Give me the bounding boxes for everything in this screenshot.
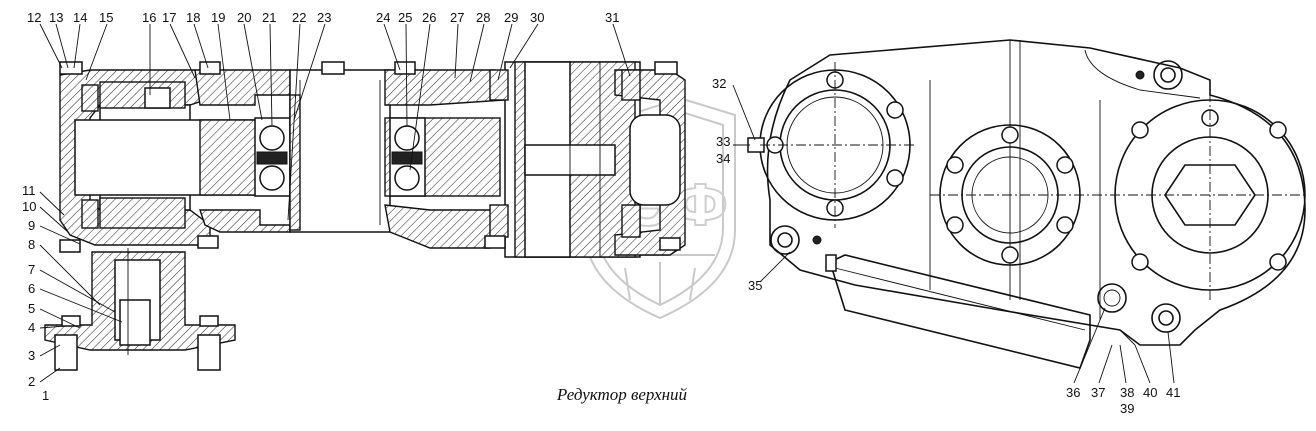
callout-34: 34 (716, 151, 730, 166)
callout-5: 5 (28, 301, 35, 316)
callout-13: 13 (49, 10, 63, 25)
callout-33: 33 (716, 134, 730, 149)
callout-31: 31 (605, 10, 619, 25)
drawing-caption: Редуктор верхний (556, 385, 688, 404)
callout-36: 36 (1066, 385, 1080, 400)
callout-3: 3 (28, 348, 35, 363)
callout-15: 15 (99, 10, 113, 25)
callout-12: 12 (27, 10, 41, 25)
callout-7: 7 (28, 262, 35, 277)
callout-10: 10 (22, 199, 36, 214)
callout-29: 29 (504, 10, 518, 25)
callout-18: 18 (186, 10, 200, 25)
callout-41: 41 (1166, 385, 1180, 400)
section-view (44, 61, 686, 371)
callout-39: 39 (1120, 401, 1134, 416)
callout-8: 8 (28, 237, 35, 252)
callout-1: 1 (42, 388, 49, 403)
callout-11: 11 (22, 183, 36, 198)
callout-32: 32 (712, 76, 726, 91)
callout-9: 9 (28, 218, 35, 233)
callout-20: 20 (237, 10, 251, 25)
callout-19: 19 (211, 10, 225, 25)
callout-25: 25 (398, 10, 412, 25)
callout-17: 17 (162, 10, 176, 25)
exterior-view (747, 39, 1306, 369)
callout-40: 40 (1143, 385, 1157, 400)
callout-26: 26 (422, 10, 436, 25)
callout-2: 2 (28, 374, 35, 389)
callout-37: 37 (1091, 385, 1105, 400)
callouts: 12 13 14 15 16 17 18 19 20 21 22 23 24 2… (22, 10, 1180, 416)
leader-lines (39, 23, 1175, 384)
callout-4: 4 (28, 320, 35, 335)
callout-14: 14 (73, 10, 87, 25)
callout-35: 35 (748, 278, 762, 293)
callout-27: 27 (450, 10, 464, 25)
callout-24: 24 (376, 10, 390, 25)
callout-38: 38 (1120, 385, 1134, 400)
callout-21: 21 (262, 10, 276, 25)
callout-16: 16 (142, 10, 156, 25)
callout-6: 6 (28, 281, 35, 296)
callout-28: 28 (476, 10, 490, 25)
callout-22: 22 (292, 10, 306, 25)
callout-23: 23 (317, 10, 331, 25)
callout-30: 30 (530, 10, 544, 25)
